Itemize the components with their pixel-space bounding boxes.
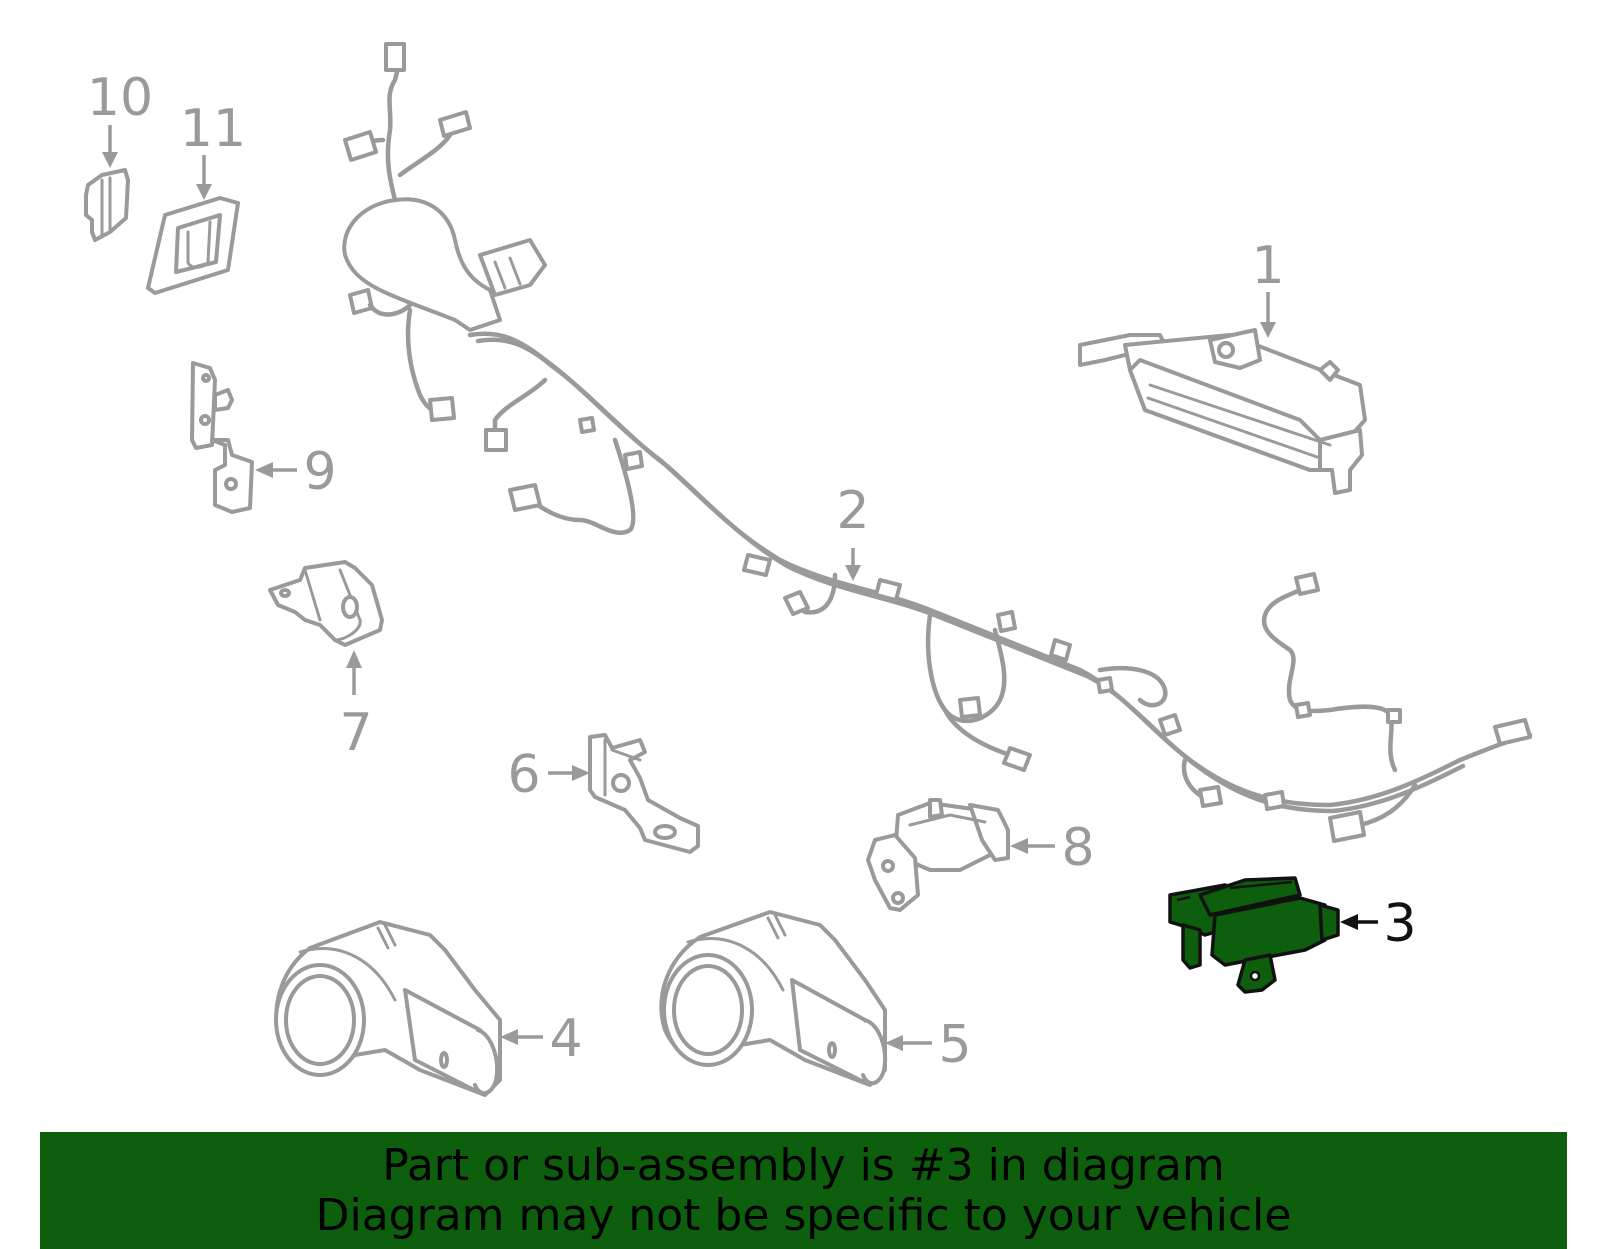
part-4-parking-sensor[interactable]: [274, 920, 502, 1097]
callout-label-3: 3: [1383, 894, 1416, 954]
part-1-control-module[interactable]: [1078, 328, 1367, 495]
callout-2: 2: [836, 481, 870, 581]
callout-label-10: 10: [87, 68, 153, 128]
part-3-highlighted-module[interactable]: [1168, 876, 1340, 994]
callout-8: 8: [1010, 818, 1095, 878]
banner-line-1: Part or sub-assembly is #3 in diagram: [382, 1139, 1225, 1191]
part-5-parking-sensor[interactable]: [659, 910, 887, 1087]
callout-3: 3: [1340, 894, 1417, 954]
callout-label-5: 5: [938, 1015, 971, 1075]
callout-label-4: 4: [549, 1009, 582, 1069]
callout-1: 1: [1251, 236, 1285, 338]
callout-11: 11: [180, 99, 246, 200]
part-2-wiring-harness[interactable]: [342, 42, 1533, 843]
callout-4: 4: [500, 1009, 583, 1069]
banner-background: [40, 1132, 1567, 1249]
part-6-bracket[interactable]: [588, 733, 700, 854]
callout-5: 5: [885, 1015, 972, 1075]
part-10-cover[interactable]: [84, 168, 130, 242]
banner-line-2: Diagram may not be specific to your vehi…: [315, 1189, 1292, 1241]
callout-10: 10: [87, 68, 153, 168]
part-7-bracket[interactable]: [268, 560, 384, 647]
info-banner: Part or sub-assembly is #3 in diagram Di…: [40, 1132, 1567, 1249]
part-9-bracket[interactable]: [190, 361, 254, 514]
part-11-bezel[interactable]: [146, 196, 240, 295]
callout-7: 7: [339, 650, 373, 763]
callout-9: 9: [255, 442, 337, 502]
callout-label-8: 8: [1061, 818, 1094, 878]
part-8-bracket[interactable]: [866, 798, 1010, 912]
callout-label-11: 11: [180, 99, 246, 159]
callout-6: 6: [507, 745, 590, 805]
callout-label-9: 9: [303, 442, 336, 502]
callout-label-1: 1: [1251, 236, 1284, 296]
callout-label-2: 2: [836, 481, 869, 541]
callout-label-6: 6: [507, 745, 540, 805]
callout-label-7: 7: [339, 703, 372, 763]
